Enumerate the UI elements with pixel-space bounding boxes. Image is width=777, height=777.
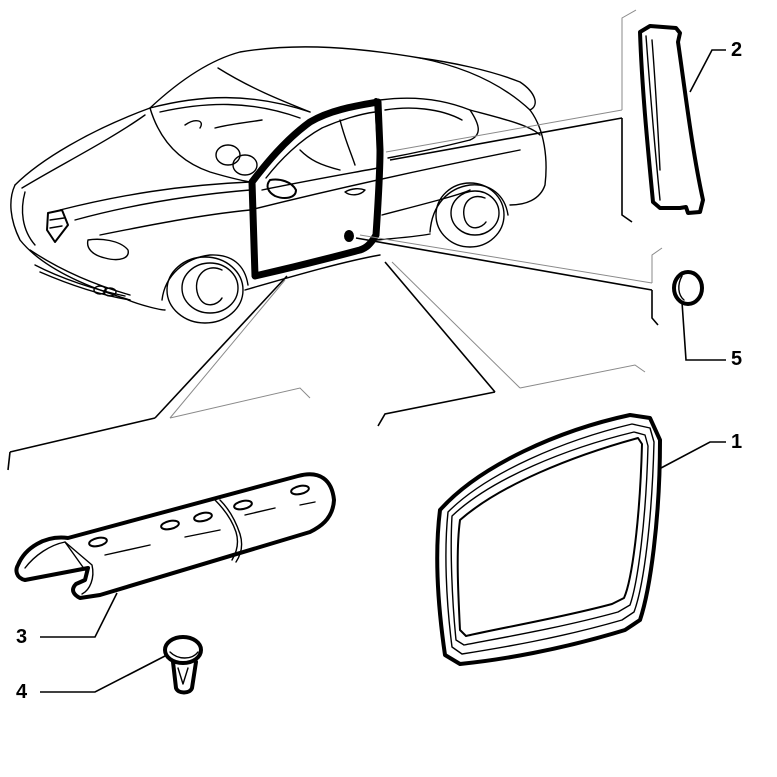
callout-label-4: 4	[16, 681, 28, 703]
grommet-location-marker	[344, 230, 354, 242]
part-2-b-pillar-seal[interactable]	[638, 24, 705, 215]
part-3-sill-trim-channel[interactable]	[14, 472, 336, 600]
callout-label-2: 2	[731, 39, 743, 61]
part-1-door-frame-seal[interactable]	[435, 413, 662, 666]
guide-lines	[7, 9, 663, 471]
callout-label-5: 5	[731, 348, 743, 370]
callout-label-1: 1	[731, 431, 743, 453]
leader-lines	[40, 49, 726, 693]
callout-label-3: 3	[16, 626, 28, 648]
car-illustration	[10, 46, 547, 324]
part-5-grommet[interactable]	[672, 270, 704, 306]
part-4-push-clip[interactable]	[163, 635, 203, 695]
